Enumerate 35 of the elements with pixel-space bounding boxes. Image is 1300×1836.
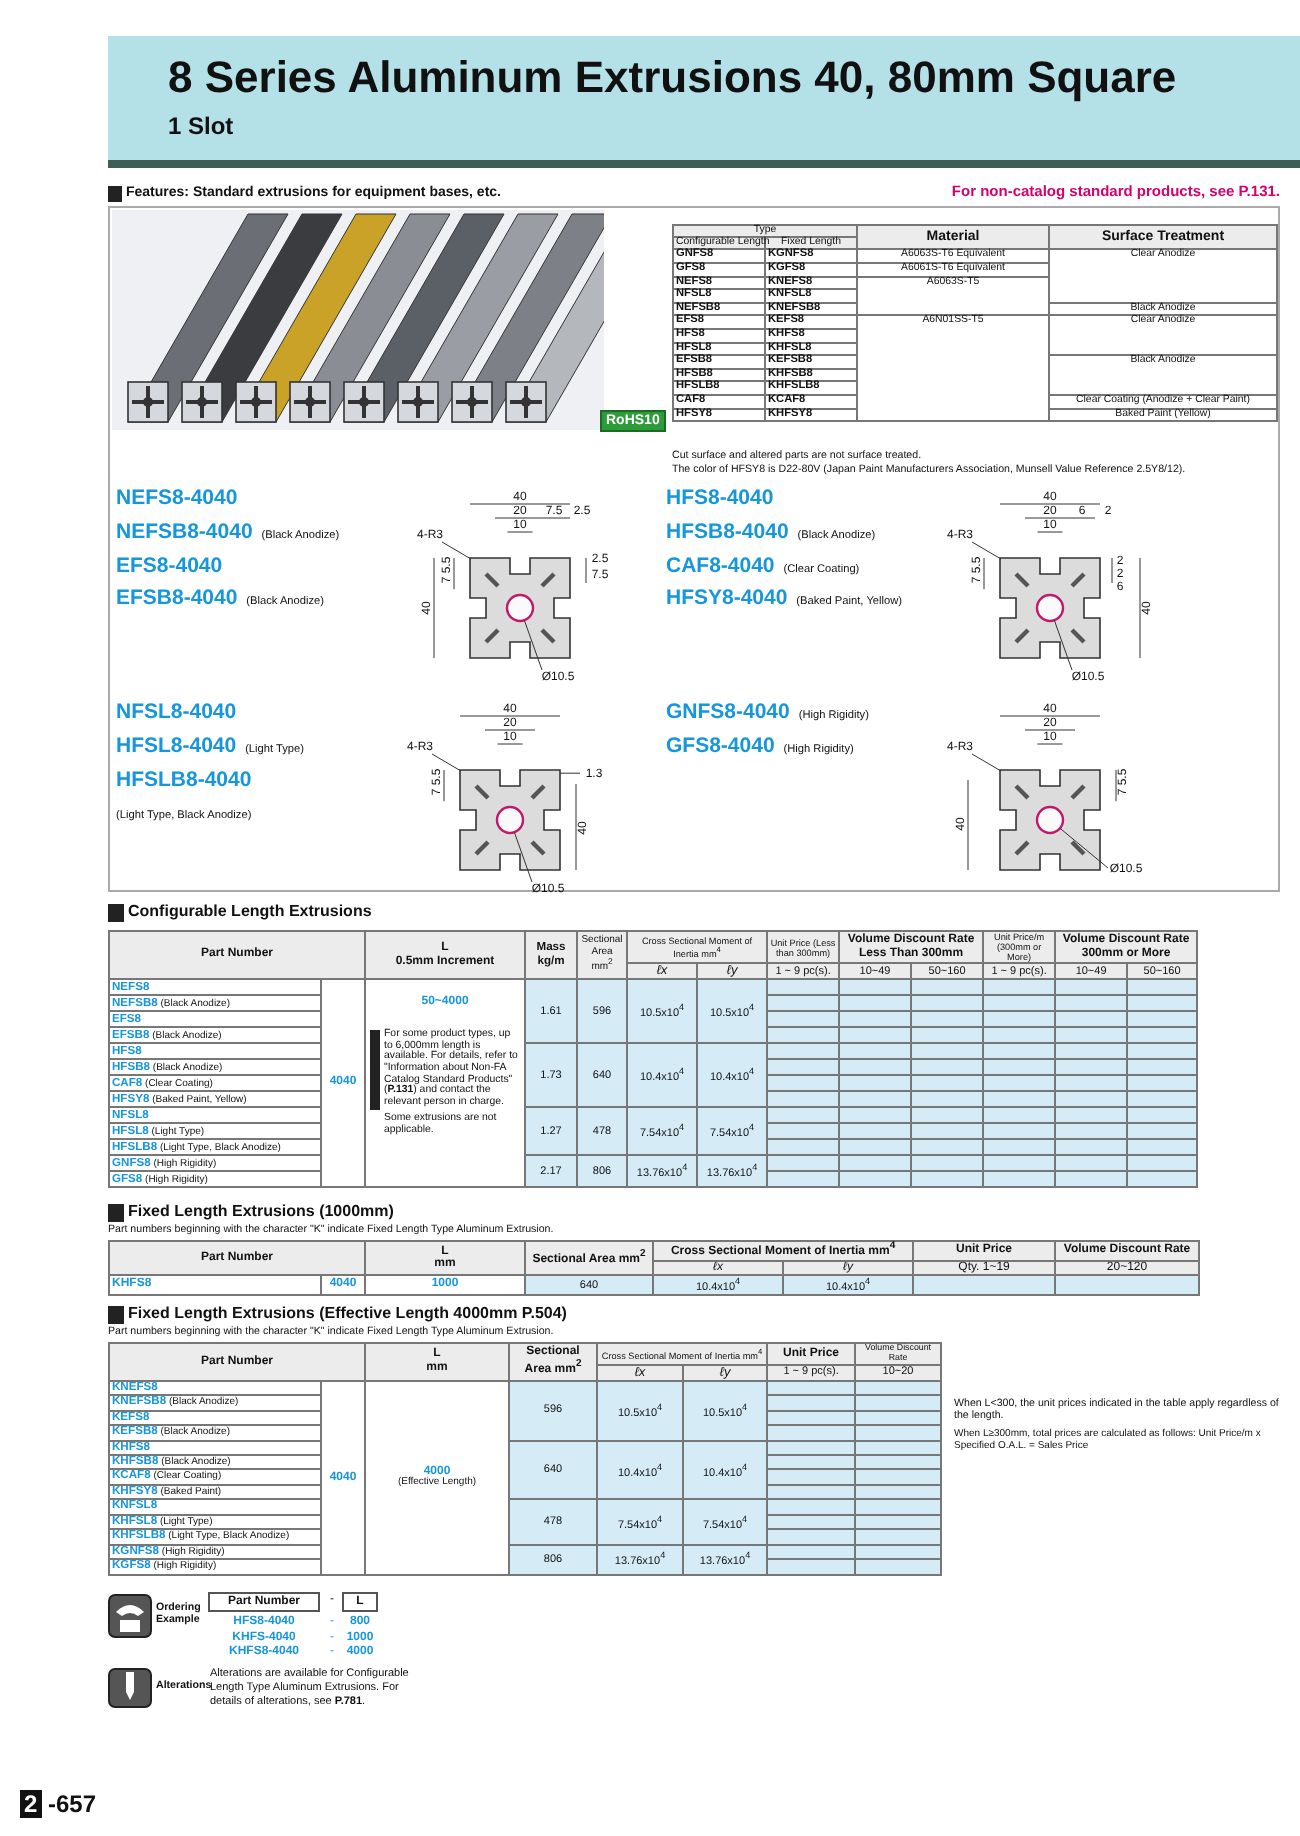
part-number: NEFS8-4040	[116, 486, 238, 510]
leader-line	[431, 753, 462, 772]
bore-circle	[1035, 805, 1065, 835]
part-number: HFS8-4040	[666, 486, 774, 510]
page-number: -657	[48, 1790, 97, 1818]
part-number: EFSB8-4040	[116, 586, 238, 611]
extrusion-profile-drawing	[469, 557, 571, 659]
part-number: HFSB8-4040	[666, 519, 789, 544]
leader-line	[1053, 619, 1073, 671]
section-heading: Fixed Length Extrusions (1000mm)	[108, 1204, 394, 1222]
part-number: HFSL8-4040	[116, 733, 237, 758]
leader-line	[523, 619, 543, 671]
part-number: HFSLB8-4040	[116, 767, 252, 792]
extrusion-profile-drawing	[459, 769, 561, 871]
part-number: GNFS8-4040	[666, 700, 790, 724]
leader-line	[971, 753, 1002, 772]
page-subtitle: 1 Slot	[168, 112, 234, 140]
part-number: NFSL8-4040	[116, 700, 237, 724]
section-heading: Fixed Length Extrusions (Effective Length 4000mm P.504)	[108, 1306, 567, 1324]
bore-circle	[1035, 593, 1065, 623]
bore-circle	[505, 593, 535, 623]
bore-circle	[495, 805, 525, 835]
page-section-number: 2	[20, 1790, 42, 1818]
part-number: NEFSB8-4040	[116, 519, 253, 544]
extrusion-profile-drawing	[999, 557, 1101, 659]
part-number: HFSY8-4040	[666, 586, 788, 611]
part-number: GFS8-4040	[666, 733, 775, 758]
leader-line	[971, 541, 1002, 560]
page-title: 8 Series Aluminum Extrusions 40, 80mm Square	[168, 52, 1177, 104]
part-number: EFS8-4040	[116, 553, 223, 578]
leader-line	[441, 541, 472, 560]
part-number: CAF8-4040	[666, 553, 775, 578]
extrusion-profile-drawing	[999, 769, 1101, 871]
leader-line	[1059, 827, 1109, 869]
leader-line	[513, 831, 533, 883]
